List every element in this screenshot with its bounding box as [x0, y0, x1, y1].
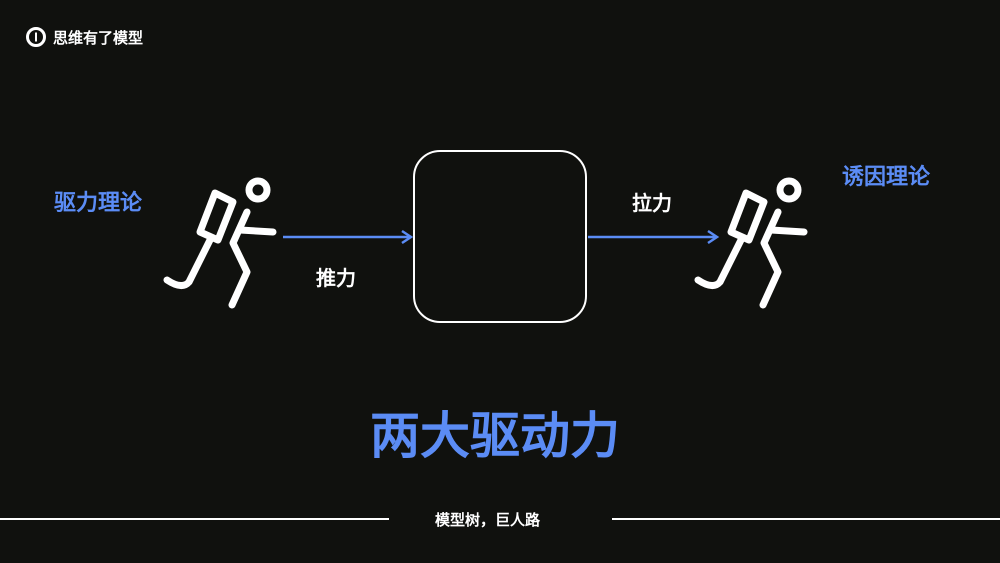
main-title: 两大驱动力 [370, 407, 620, 465]
drive-theory-label: 驱力理论 [54, 191, 143, 216]
logo-circle-icon [26, 27, 46, 47]
push-arrow [283, 229, 414, 245]
brand: 思维有了模型 [25, 26, 143, 48]
pull-arrow [588, 229, 720, 245]
center-box [413, 150, 587, 323]
push-label: 推力 [316, 266, 356, 290]
incentive-theory-label: 诱因理论 [842, 165, 931, 190]
brand-name: 思维有了模型 [53, 28, 144, 47]
footer-text: 模型树，巨人路 [435, 511, 541, 529]
pull-label: 拉力 [632, 191, 672, 215]
runner-figure-left [167, 181, 273, 305]
runner-figure-right [698, 181, 804, 305]
